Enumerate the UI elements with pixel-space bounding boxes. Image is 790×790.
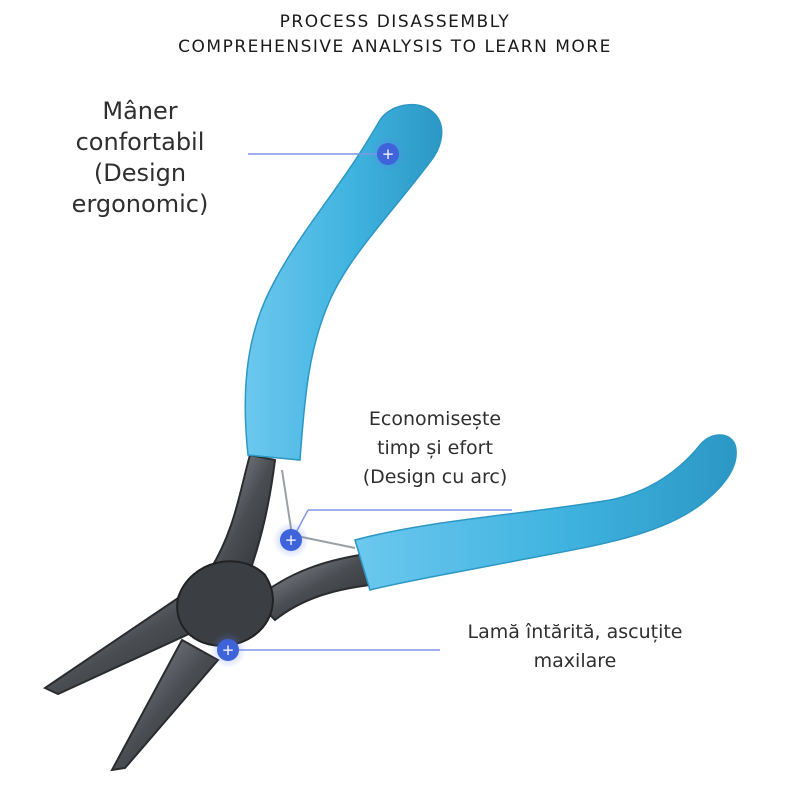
callout-spring-line: Economisește bbox=[368, 408, 502, 430]
callout-handle-line: ergonomic) bbox=[71, 190, 209, 218]
upper-handle bbox=[244, 103, 443, 461]
plus-icon: + bbox=[222, 641, 235, 659]
header-subtitle: COMPREHENSIVE ANALYSIS TO LEARN MORE bbox=[178, 37, 612, 57]
plus-icon: + bbox=[382, 145, 395, 163]
plus-icon: + bbox=[285, 531, 298, 549]
pivot-joint bbox=[176, 560, 274, 647]
marker-handle[interactable]: + bbox=[370, 136, 406, 172]
callout-jaw-label: Lamă întărită, ascuțite maxilare bbox=[425, 618, 725, 676]
callout-handle-line: confortabil bbox=[75, 128, 205, 156]
marker-spring[interactable]: + bbox=[273, 522, 309, 558]
callout-handle-label: Mâner confortabil (Design ergonomic) bbox=[40, 96, 240, 220]
marker-jaw[interactable]: + bbox=[210, 632, 246, 668]
callout-jaw-line: Lamă întărită, ascuțite bbox=[467, 621, 683, 643]
callout-spring-line: timp și efort bbox=[377, 437, 493, 459]
callout-handle-line: Mâner bbox=[102, 97, 178, 125]
lower-handle bbox=[354, 434, 737, 591]
callout-spring-label: Economisește timp și efort (Design cu ar… bbox=[340, 405, 530, 492]
callout-spring-line: (Design cu arc) bbox=[362, 466, 508, 488]
callout-handle-line: (Design bbox=[93, 159, 187, 187]
callout-jaw-line: maxilare bbox=[533, 650, 617, 672]
upper-shank bbox=[208, 453, 277, 587]
header-title: PROCESS DISASSEMBLY bbox=[279, 12, 511, 32]
